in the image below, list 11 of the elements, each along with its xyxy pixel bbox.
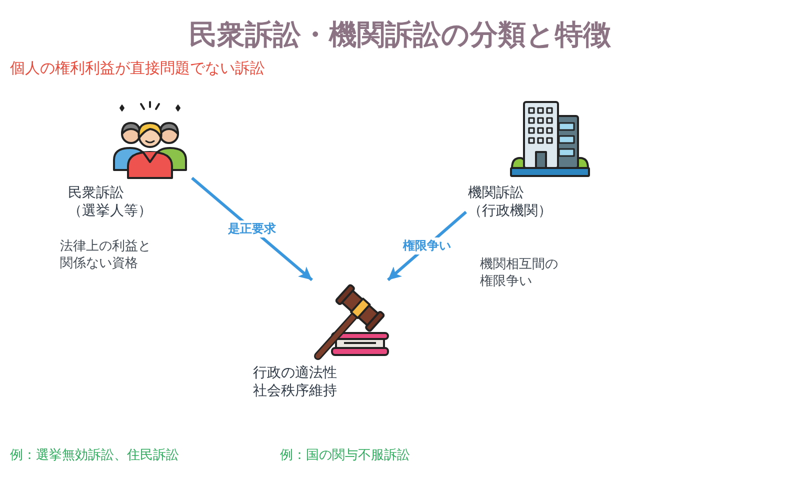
node-text: 行政の適法性社会秩序維持 (253, 364, 338, 400)
description: 機関相互間の権限争い (480, 256, 559, 290)
edge-label: 権限争い (400, 238, 454, 254)
heading: 機関訴訟（行政機関） (468, 184, 553, 220)
subtitle: 個人の権利利益が直接問題でない訴訟 (10, 58, 265, 78)
example-note: 例：国の関与不服訴訟 (280, 447, 410, 464)
heading: 民衆訴訟（選挙人等） (68, 184, 153, 220)
edge-label: 是正要求 (225, 220, 279, 238)
example-note: 例：選挙無効訴訟、住民訴訟 (10, 447, 179, 464)
description: 法律上の利益と関係ない資格 (60, 238, 152, 272)
title: 民衆訴訟・機関訴訟の分類と特徴 (189, 18, 611, 52)
